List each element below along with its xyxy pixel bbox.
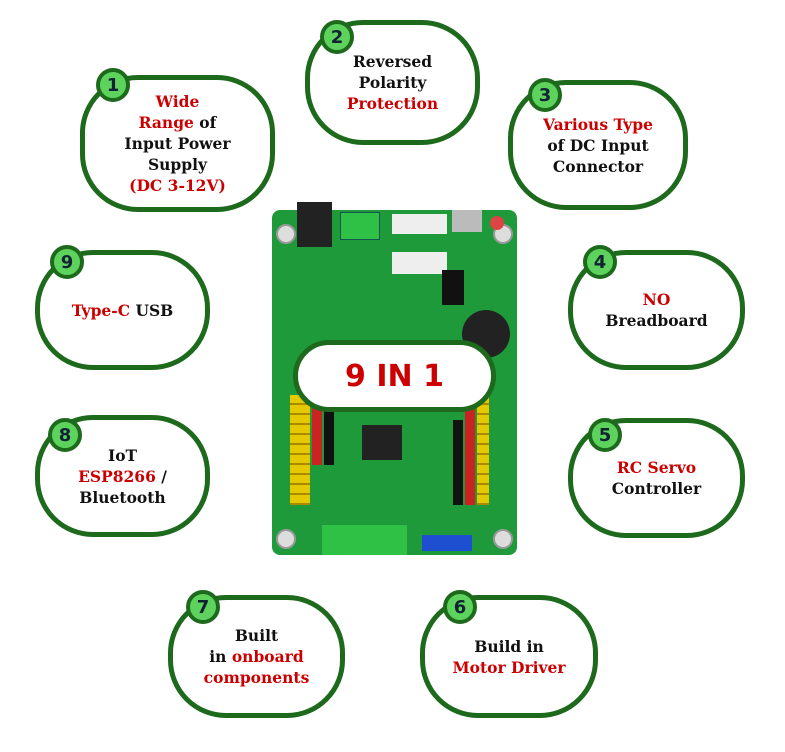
- feature-text-part: USB: [130, 300, 174, 320]
- feature-text-part: IoT: [107, 445, 138, 465]
- feature-text-part: Reversed: [352, 52, 433, 71]
- number-badge: 8: [48, 418, 82, 452]
- feature-text-part: Polarity: [358, 73, 427, 92]
- number-badge: 4: [583, 245, 617, 279]
- feature-text: Type-C USB: [72, 300, 174, 321]
- feature-text-part: (DC 3-12V): [129, 176, 226, 195]
- feature-text-part: Input Power: [124, 134, 231, 153]
- number-badge: 6: [443, 590, 477, 624]
- number-badge: 9: [50, 245, 84, 279]
- number-badge: 1: [96, 68, 130, 102]
- feature-text-part: NO: [642, 290, 671, 309]
- feature-text-part: Range: [138, 113, 194, 132]
- feature-text-part: Breadboard: [605, 311, 708, 330]
- feature-text-part: Motor Driver: [452, 657, 566, 677]
- feature-text-part: in: [209, 647, 232, 666]
- feature-text-part: Supply: [147, 155, 208, 174]
- feature-text-part: Build in: [474, 636, 544, 656]
- feature-text-part: Controller: [611, 479, 702, 498]
- feature-text: NO Breadboard: [605, 289, 707, 331]
- feature-text-part: Built: [234, 626, 279, 645]
- feature-text-part: Connector: [552, 156, 644, 176]
- feature-text-part: onboard: [231, 647, 304, 666]
- feature-text-part: /: [155, 466, 167, 486]
- number-badge: 5: [588, 418, 622, 452]
- feature-text-part: Protection: [346, 94, 439, 113]
- number-badge: 3: [528, 78, 562, 112]
- feature-text-part: Wide: [155, 92, 200, 111]
- feature-text-part: ESP8266: [78, 466, 156, 486]
- feature-text-part: Type-C: [71, 300, 131, 320]
- feature-text-part: Bluetooth: [79, 487, 166, 507]
- feature-text-part: components: [203, 668, 310, 687]
- feature-text-part: RC Servo: [616, 458, 697, 477]
- feature-text-part: of DC Input: [547, 135, 649, 155]
- number-badge: 7: [186, 590, 220, 624]
- number-badge: 2: [320, 20, 354, 54]
- feature-text-part: Various Type: [543, 114, 653, 134]
- feature-text-part: of: [193, 113, 217, 132]
- center-title: 9 IN 1: [293, 340, 496, 412]
